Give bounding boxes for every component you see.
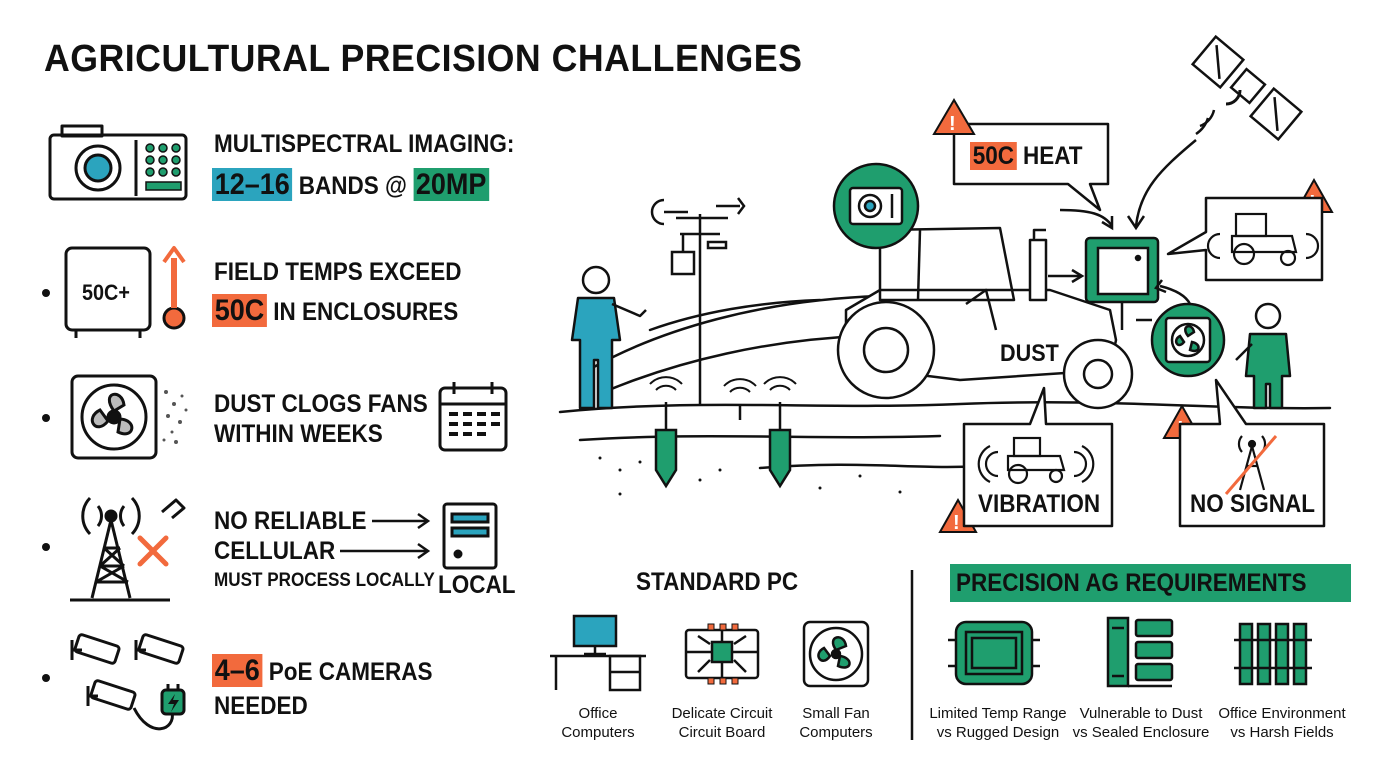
heat-text: HEAT [1016,142,1083,170]
precision-ag-heading-box: PRECISION AG REQUIREMENTS [950,564,1352,602]
precision-ag-heading: PRECISION AG REQUIREMENTS [956,569,1307,597]
harsh-fields-icon [1234,622,1312,686]
local-label: LOCAL [438,571,516,599]
field-temps-detail: 50C IN ENCLOSURES [212,294,458,328]
svg-text:!: ! [1177,418,1184,440]
bullet [42,414,50,422]
heat-callout-label: 50C HEAT [970,142,1083,171]
dust-label: DUST [1000,340,1059,367]
circuit-board-icon [684,628,760,680]
no-signal-label: NO SIGNAL [1190,490,1316,518]
small-fan-icon [802,620,870,688]
enclosure-text: IN ENCLOSURES [266,298,459,326]
bands-value: 12–16 [212,168,293,201]
office-desk-icon [550,614,646,692]
vibration-label: VIBRATION [978,490,1101,518]
bullet [42,674,50,682]
field-temps-heading: FIELD TEMPS EXCEED [214,258,462,286]
multispectral-spec: 12–16 BANDS @ 20MP [212,168,490,202]
svg-text:!: ! [953,512,960,534]
svg-text:!: ! [1309,192,1316,214]
bullet [42,289,50,297]
poe-cameras-line: 4–6 PoE CAMERAS [212,654,432,688]
bullet [42,543,50,551]
camera-count: 4–6 [212,654,263,687]
no-reliable-line: NO RELIABLE [214,507,367,535]
enclosure-temp-label: 50C+ [82,280,130,305]
needed-line: NEEDED [214,692,308,720]
multispectral-heading: MULTISPECTRAL IMAGING: [214,130,515,158]
standard-pc-heading: STANDARD PC [636,568,799,596]
temp-value: 50C [212,294,267,327]
page-title: AGRICULTURAL PRECISION CHALLENGES [44,38,803,80]
svg-text:!: ! [949,113,956,135]
rugged-device-icon [948,620,1040,686]
dust-fans-line1: DUST CLOGS FANS [214,390,428,418]
process-locally-line: MUST PROCESS LOCALLY [214,570,435,591]
bands-text: BANDS @ [292,172,414,200]
sealed-enclosure-icon [1106,616,1174,688]
poe-cameras-text: PoE CAMERAS [262,658,433,686]
dust-fans-line2: WITHIN WEEKS [214,420,383,448]
heat-value: 50C [970,142,1017,170]
cellular-line: CELLULAR [214,537,336,565]
resolution-value: 20MP [413,168,490,201]
